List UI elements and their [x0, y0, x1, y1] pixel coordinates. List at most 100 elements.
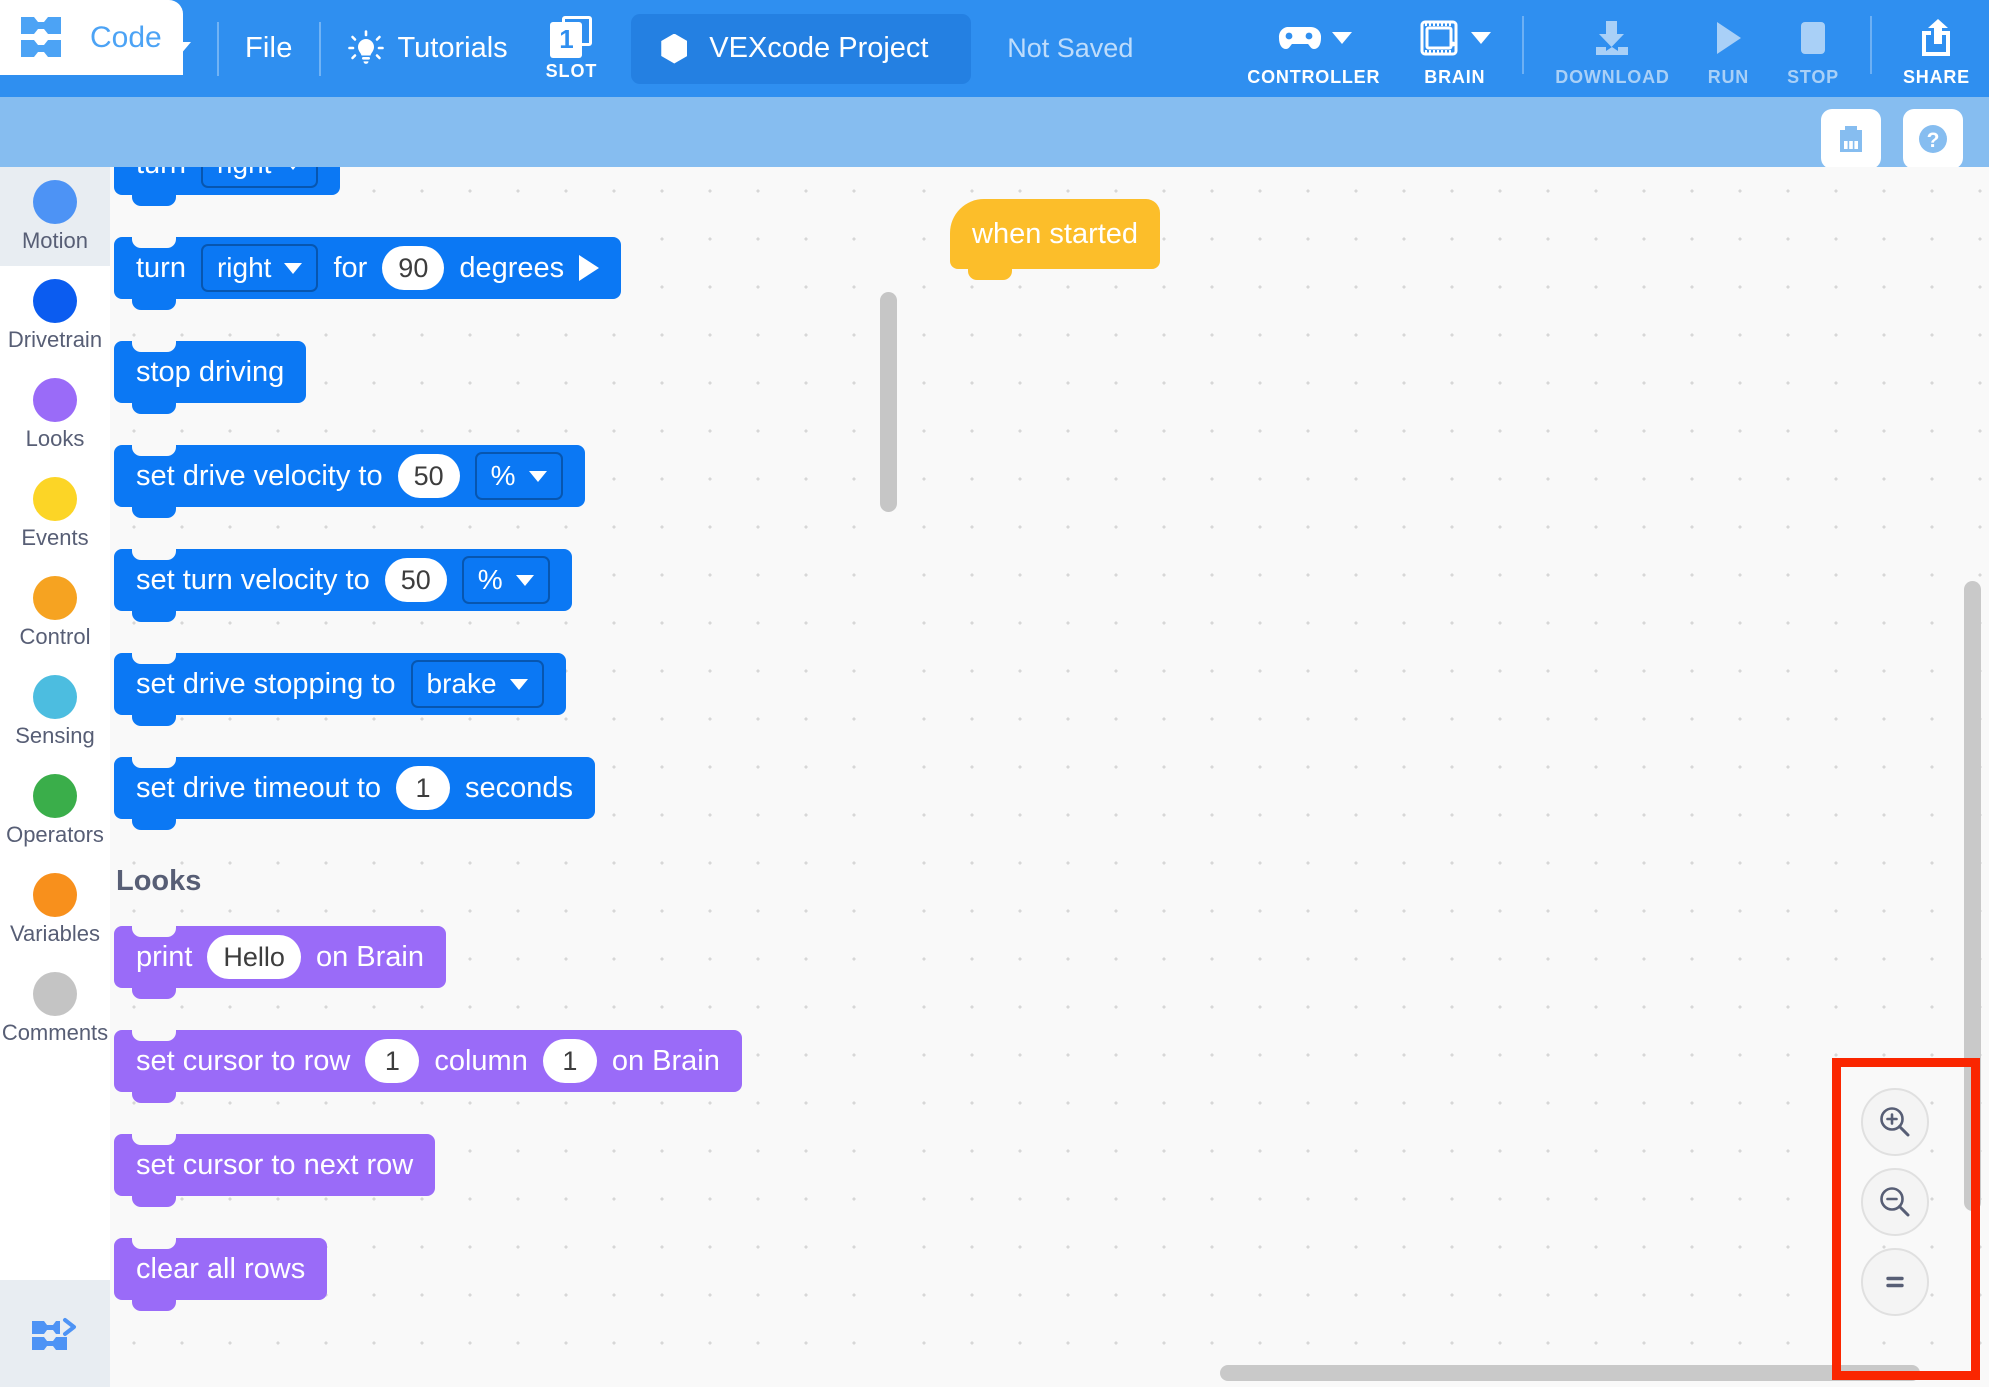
palette-block-row: set cursor to next row	[110, 1120, 900, 1224]
run-button[interactable]: RUN	[1689, 15, 1768, 88]
block-input-field[interactable]: 1	[396, 766, 450, 810]
block-label: print	[136, 940, 193, 973]
palette-block-row: stop driving	[110, 327, 900, 431]
block-label: turn	[136, 167, 186, 181]
block-dropdown[interactable]: %	[461, 556, 550, 604]
category-color-dot	[33, 773, 77, 818]
slot-selector[interactable]: 1 SLOT	[546, 15, 598, 82]
block-input-field[interactable]: 50	[384, 558, 447, 602]
block-dropdown[interactable]: brake	[410, 660, 544, 708]
code-workspace[interactable]: when started	[900, 167, 1989, 1387]
sidebar-item-comments[interactable]: Comments	[0, 959, 110, 1058]
brain-monitor-button[interactable]	[1821, 109, 1881, 169]
hexagon-icon	[661, 33, 688, 64]
share-button[interactable]: SHARE	[1884, 15, 1989, 88]
sidebar-item-drivetrain[interactable]: Drivetrain	[0, 266, 110, 365]
palette-block[interactable]: print Hello on Brain	[114, 926, 446, 999]
project-name-field[interactable]: VEXcode Project	[631, 13, 972, 84]
palette-block[interactable]: stop driving	[114, 341, 307, 414]
sidebar-item-label: Control	[19, 623, 91, 649]
block-label: stop driving	[136, 355, 285, 388]
controller-button[interactable]: CONTROLLER	[1228, 15, 1399, 88]
brain-label: BRAIN	[1424, 67, 1486, 87]
zoom-in-icon	[1880, 1107, 1910, 1137]
sidebar-item-label: Sensing	[15, 722, 95, 748]
top-toolbar: File Tutorials 1 SLOT VEXcode	[0, 0, 1989, 97]
category-color-dot	[33, 476, 77, 521]
blocks-icon	[21, 16, 61, 57]
block-input-field[interactable]: Hello	[207, 935, 301, 979]
block-input-field[interactable]: 1	[365, 1039, 420, 1083]
palette-block[interactable]: clear all rows	[114, 1238, 328, 1311]
brain-button[interactable]: BRAIN	[1399, 15, 1510, 88]
palette-scrollbar[interactable]	[880, 292, 897, 512]
brain-icon	[1420, 20, 1458, 56]
block-run-icon[interactable]	[579, 255, 600, 281]
block-input-field[interactable]: 50	[397, 454, 460, 498]
sidebar-item-label: Variables	[9, 920, 101, 946]
sidebar-item-operators[interactable]: Operators	[0, 761, 110, 860]
block-dropdown[interactable]: %	[474, 452, 563, 500]
tutorials-label: Tutorials	[397, 32, 508, 64]
toolbar-actions: CONTROLLER	[1228, 0, 1989, 97]
subbar-actions: ?	[1821, 109, 1963, 169]
download-button[interactable]: DOWNLOAD	[1536, 15, 1688, 88]
tab-code-label: Code	[90, 20, 162, 54]
block-dropdown[interactable]: right	[200, 167, 319, 188]
blocks-to-text-toggle[interactable]	[0, 1280, 110, 1387]
secondary-toolbar: ?	[0, 97, 1989, 169]
block-label: set drive timeout to	[136, 771, 381, 804]
block-label: column	[434, 1044, 528, 1077]
sidebar-item-sensing[interactable]: Sensing	[0, 662, 110, 761]
zoom-out-button[interactable]	[1861, 1168, 1929, 1236]
workspace-horizontal-scrollbar[interactable]	[1220, 1365, 1920, 1381]
palette-block[interactable]: turn right	[114, 167, 341, 206]
divider	[1869, 16, 1872, 74]
block-palette[interactable]: turnrightturnrightfor90degreesstop drivi…	[110, 167, 900, 1387]
block-label: set cursor to row	[136, 1044, 351, 1077]
block-label: turn	[136, 251, 186, 284]
stop-button[interactable]: STOP	[1768, 15, 1858, 88]
workspace-vertical-scrollbar[interactable]	[1964, 581, 1981, 1211]
block-dropdown[interactable]: right	[200, 244, 319, 292]
blocks-to-text-icon	[32, 1317, 76, 1350]
zoom-reset-button[interactable]	[1861, 1248, 1929, 1316]
sidebar-item-label: Operators	[6, 821, 104, 847]
palette-block[interactable]: set cursor to next row	[114, 1134, 436, 1207]
block-label: on Brain	[611, 1044, 720, 1077]
block-label: on Brain	[315, 940, 424, 973]
chevron-down-icon	[528, 470, 547, 482]
palette-block-row: clear all rows	[110, 1224, 900, 1328]
block-input-field[interactable]: 90	[382, 246, 445, 290]
stop-label: STOP	[1787, 67, 1839, 87]
save-status: Not Saved	[1007, 33, 1134, 63]
question-mark-icon: ?	[1919, 125, 1947, 153]
chevron-down-icon	[1332, 32, 1353, 44]
file-menu-button[interactable]: File	[245, 32, 293, 64]
sidebar-item-looks[interactable]: Looks	[0, 365, 110, 464]
chevron-down-icon	[1471, 32, 1492, 44]
palette-block[interactable]: set cursor to row 1 column 1 on Brain	[114, 1030, 742, 1103]
tutorials-button[interactable]: Tutorials	[347, 29, 508, 68]
sidebar-item-motion[interactable]: Motion	[0, 167, 110, 266]
sidebar-item-events[interactable]: Events	[0, 464, 110, 563]
workspace-block-when-started[interactable]: when started	[950, 199, 1161, 280]
zoom-in-button[interactable]	[1861, 1088, 1929, 1156]
tab-code[interactable]: Code	[0, 0, 183, 75]
sidebar-item-control[interactable]: Control	[0, 563, 110, 662]
category-color-dot	[33, 377, 77, 422]
help-button[interactable]: ?	[1903, 109, 1963, 169]
palette-block-row: turn right	[110, 167, 900, 223]
sidebar-item-label: Motion	[21, 227, 89, 253]
dropdown-value: right	[216, 252, 272, 283]
project-name: VEXcode Project	[709, 32, 929, 64]
sidebar-item-variables[interactable]: Variables	[0, 860, 110, 959]
block-input-field[interactable]: 1	[542, 1039, 597, 1083]
